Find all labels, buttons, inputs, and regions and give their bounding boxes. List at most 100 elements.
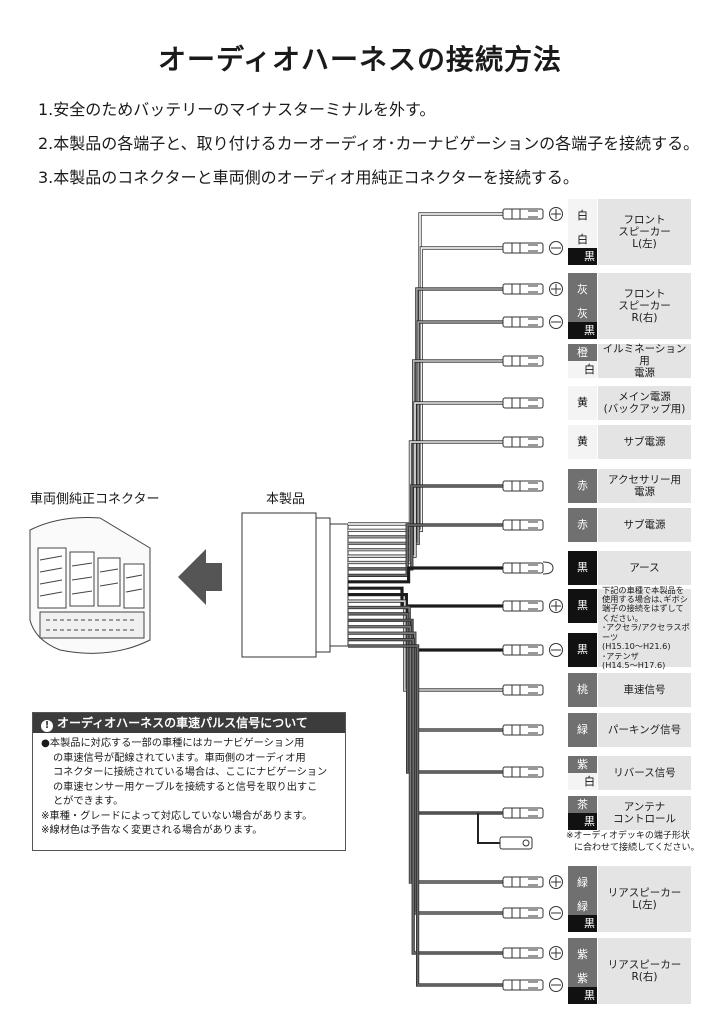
wire-color-stripe: 黒 xyxy=(568,322,597,339)
wire-color-primary: 黒 xyxy=(568,551,597,585)
wire-color-tile: 紫 xyxy=(568,938,597,972)
step-1: 1.安全のためバッテリーのマイナスターミナルを外す。 xyxy=(38,100,436,119)
wire-outline xyxy=(348,638,503,955)
note-box: ! オーディオハーネスの車速パルス信号について ●本製品に対応する一部の車種にはカ… xyxy=(32,712,346,851)
terminal-icon xyxy=(502,684,544,696)
wire xyxy=(348,524,503,577)
polarity-mark xyxy=(551,284,561,294)
wire-color-primary: 紫 xyxy=(568,938,597,972)
note-heading-text: オーディオハーネスの車速パルス信号について xyxy=(57,716,308,730)
wire-function-label: リアスピーカー L(左) xyxy=(598,866,691,932)
wire xyxy=(348,402,503,557)
vehicle-connector-illustration xyxy=(29,517,151,654)
wire-function-label: フロント スピーカー L(左) xyxy=(598,199,691,265)
wire-color-primary: 緑 xyxy=(568,713,597,747)
wire-outline xyxy=(348,593,503,652)
terminal-icon xyxy=(502,644,544,656)
wire-color-tile: 赤 xyxy=(568,508,597,542)
terminal-icon xyxy=(502,283,544,295)
terminal-icon xyxy=(502,807,544,819)
terminal-icon xyxy=(502,907,544,919)
wire-function-label: リアスピーカー R(右) xyxy=(598,938,691,1004)
exclamation-icon: ! xyxy=(41,720,53,732)
wire-outline xyxy=(348,320,503,545)
product-connector-pins xyxy=(329,523,349,647)
step-2: 2.本製品の各端子と、取り付けるカーオーディオ･カーナビゲーションの各端子を接続… xyxy=(38,134,700,153)
wire-color-primary: 白 xyxy=(568,199,597,233)
footnote: ※オーディオデッキの端子形状 に合わせて接続してください。 xyxy=(566,830,699,854)
vehicle-connector-label: 車両側純正コネクター xyxy=(30,492,160,507)
wire-color-tile: 赤 xyxy=(568,469,597,503)
wire-color-tile: 黄 xyxy=(568,386,597,420)
wire-function-label: アース xyxy=(598,551,691,585)
terminal-icon xyxy=(502,766,544,778)
wire xyxy=(348,613,503,773)
wire-outline xyxy=(348,359,503,552)
wire-color-tile: 黄 xyxy=(568,425,597,459)
wire-color-tile: 白黒 xyxy=(568,231,597,265)
note-body: ●本製品に対応する一部の車種にはカーナビゲーション用 の車速信号が配線されていま… xyxy=(33,733,345,839)
wire-color-tile: 緑 xyxy=(568,713,597,747)
wire-color-primary: 灰 xyxy=(568,273,597,307)
arrow-left-icon xyxy=(178,549,222,605)
wire-color-tile: 緑黒 xyxy=(568,898,597,932)
ground-fork-icon xyxy=(542,561,554,575)
wire-outline xyxy=(348,586,503,608)
note-line: とができます。 xyxy=(53,796,124,807)
wire xyxy=(348,247,503,532)
wire xyxy=(348,587,503,607)
wire-color-stripe: 白 xyxy=(568,773,597,790)
terminal-icon xyxy=(502,397,544,409)
wire xyxy=(348,288,503,538)
terminal-icon xyxy=(502,436,544,448)
wire-color-tile: 灰 xyxy=(568,273,597,307)
wire-outline xyxy=(348,612,503,774)
step-3: 3.本製品のコネクターと車両側のオーディオ用純正コネクターを接続する。 xyxy=(38,168,579,187)
terminal-icon xyxy=(502,947,544,959)
polarity-mark xyxy=(551,209,561,219)
note-line: ※線材色は予告なく変更される場合があります。 xyxy=(41,825,263,836)
wire xyxy=(348,645,503,986)
footnote-line: ※オーディオデッキの端子形状 xyxy=(566,831,690,841)
wire-function-label: リバース信号 xyxy=(598,756,691,790)
wire-function-label: サブ電源 xyxy=(598,425,691,459)
wire-color-primary: 黄 xyxy=(568,425,597,459)
polarity-mark xyxy=(551,877,561,887)
page-title: オーディオハーネスの接続方法 xyxy=(157,43,563,76)
wire-function-label: サブ電源 xyxy=(598,508,691,542)
wire-color-tile: 桃 xyxy=(568,673,597,707)
wire-function-label: イルミネーション用 電源 xyxy=(598,343,691,379)
wire-color-tile: 灰黒 xyxy=(568,305,597,339)
footnote-line: に合わせて接続してください。 xyxy=(574,843,700,853)
wire-outline xyxy=(348,287,503,539)
terminal-icon xyxy=(502,979,544,991)
wire-function-label: 車速信号 xyxy=(598,673,691,707)
terminal-icon xyxy=(502,724,544,736)
wire-color-tile: 白 xyxy=(568,199,597,233)
wire-color-stripe: 黒 xyxy=(568,248,597,265)
wire-function-label: 下記の車種で本製品を 使用する場合は､ギボシ 端子の接続をはずして ください｡ … xyxy=(598,585,691,670)
wire-color-primary: 橙 xyxy=(568,344,597,361)
polarity-mark xyxy=(551,601,561,611)
wire-color-stripe: 黒 xyxy=(568,813,597,830)
wire-color-tile: 黒 xyxy=(568,589,597,623)
terminal-icon xyxy=(502,316,544,328)
wire xyxy=(348,321,503,545)
wire-function-label: アクセサリー用 電源 xyxy=(598,469,691,503)
polarity-mark xyxy=(551,948,561,958)
wire-color-tile: 緑 xyxy=(568,866,597,900)
wire-function-label: アンテナ コントロール xyxy=(598,796,691,830)
wire-outline xyxy=(348,212,503,526)
antenna-lug-icon xyxy=(477,813,533,850)
wire-color-tile: 紫白 xyxy=(568,756,597,790)
terminal-icon xyxy=(502,876,544,888)
wire xyxy=(348,625,503,883)
product-connector-body xyxy=(241,512,317,658)
wire-color-primary: 赤 xyxy=(568,469,597,503)
wire-color-tile: 紫黒 xyxy=(568,970,597,1004)
wire-color-primary: 桃 xyxy=(568,673,597,707)
wire-function-label: メイン電源 (バックアップ用) xyxy=(598,386,691,420)
wire-color-tile: 橙白 xyxy=(568,344,597,378)
wire-color-primary: 黒 xyxy=(568,589,597,623)
